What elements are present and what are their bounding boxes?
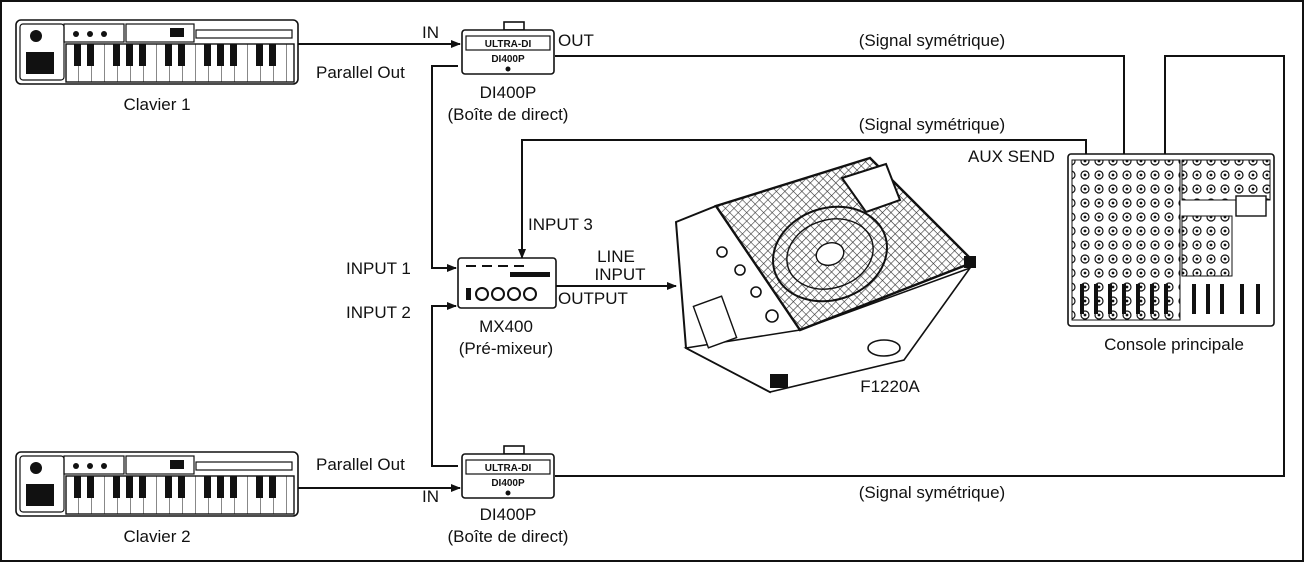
label-signal-mid: (Signal symétrique) xyxy=(859,115,1005,134)
di-box-top: ULTRA-DI DI400P xyxy=(461,21,555,75)
wire-aux-send-to-input3 xyxy=(518,139,1087,259)
mx400-premixer xyxy=(457,257,557,309)
keyboard1-label: Clavier 1 xyxy=(123,95,190,114)
di-top-model: DI400P xyxy=(491,54,525,65)
di-top-sublabel: (Boîte de direct) xyxy=(448,105,569,124)
wire-di-top-to-console xyxy=(555,55,1128,167)
di-bottom-brand: ULTRA-DI xyxy=(485,463,532,474)
label-parallel-out-bottom: Parallel Out xyxy=(316,455,405,474)
label-parallel-out-top: Parallel Out xyxy=(316,63,405,82)
console-label: Console principale xyxy=(1104,335,1244,354)
di-bottom-label: DI400P xyxy=(480,505,537,524)
mx400-label: MX400 xyxy=(479,317,533,336)
label-input: INPUT xyxy=(595,265,646,284)
main-console xyxy=(1067,153,1275,327)
keyboard1 xyxy=(15,19,299,85)
label-out-top: OUT xyxy=(558,31,594,50)
wire-di-bottom-to-console xyxy=(555,55,1285,477)
di-box-bottom: ULTRA-DI DI400P xyxy=(461,445,555,499)
di-bottom-sublabel: (Boîte de direct) xyxy=(448,527,569,546)
keyboard2-label: Clavier 2 xyxy=(123,527,190,546)
label-line: LINE xyxy=(597,247,635,266)
di-bottom-model: DI400P xyxy=(491,478,525,489)
wire-parallel-bottom-to-input2 xyxy=(431,302,458,467)
label-aux-send: AUX SEND xyxy=(968,147,1055,166)
f1220a-monitor xyxy=(674,156,977,394)
mx400-sublabel: (Pré-mixeur) xyxy=(459,339,553,358)
label-input1: INPUT 1 xyxy=(346,259,411,278)
keyboard2 xyxy=(15,451,299,517)
label-input2: INPUT 2 xyxy=(346,303,411,322)
label-signal-top: (Signal symétrique) xyxy=(859,31,1005,50)
label-signal-bottom: (Signal symétrique) xyxy=(859,483,1005,502)
label-in-top: IN xyxy=(422,23,439,42)
di-top-label: DI400P xyxy=(480,83,537,102)
di-top-brand: ULTRA-DI xyxy=(485,39,532,50)
f1220a-label: F1220A xyxy=(860,377,920,396)
label-in-bottom: IN xyxy=(422,487,439,506)
label-input3: INPUT 3 xyxy=(528,215,593,234)
wire-parallel-top-to-input1 xyxy=(431,65,458,272)
label-output: OUTPUT xyxy=(558,289,628,308)
